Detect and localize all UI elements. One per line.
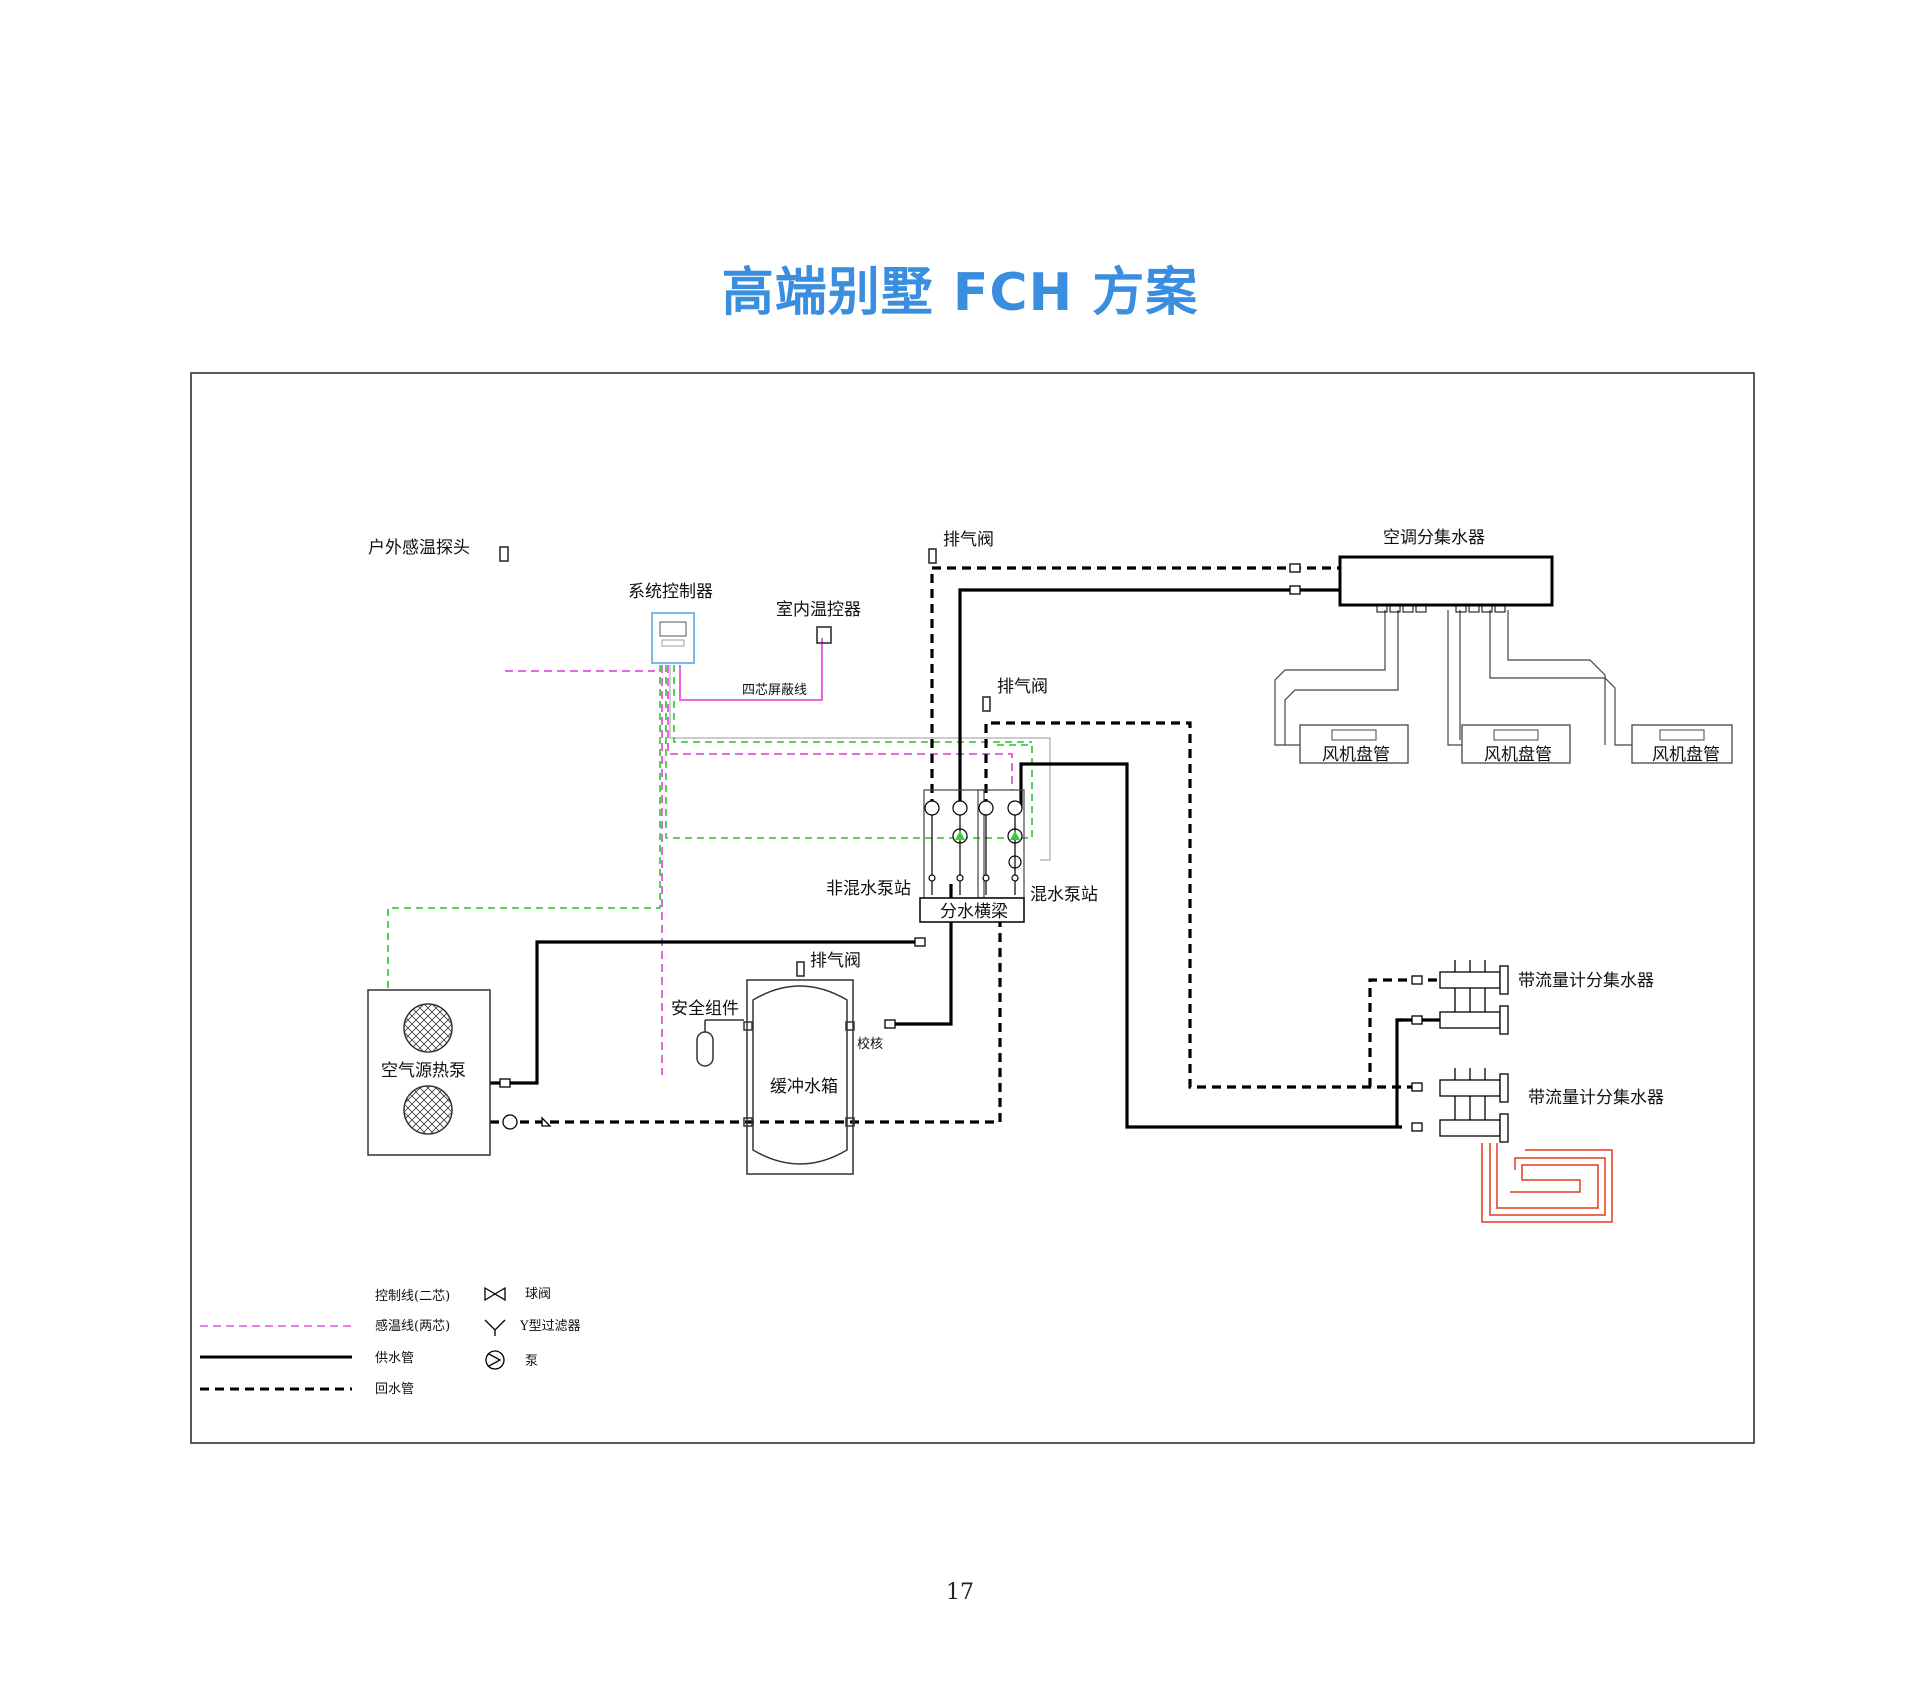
sensor-lines	[505, 665, 1013, 1075]
legend-pump: 泵	[525, 1354, 538, 1369]
label-vent-valve-2: 排气阀	[997, 677, 1048, 697]
ball-valve-icon-fm1-return	[1411, 975, 1423, 985]
page-number: 17	[946, 1580, 974, 1605]
label-mixing-station: 混水泵站	[1030, 885, 1098, 905]
legend-return-pipe: 回水管	[375, 1382, 414, 1397]
legend: 控制线(二芯) 感温线(两芯) 供水管 回水管 球阀 Y型过滤器 泵	[200, 1286, 581, 1397]
diagram-frame	[190, 372, 1755, 1444]
label-fan-coil-1: 风机盘管	[1322, 745, 1390, 765]
system-controller	[651, 612, 695, 664]
pump-stations	[923, 789, 1025, 899]
pump-indicator-icons	[955, 831, 1020, 840]
label-outdoor-sensor: 户外感温探头	[368, 538, 470, 558]
pump-icon-main	[502, 1114, 518, 1130]
legend-supply-pipe: 供水管	[375, 1351, 414, 1366]
return-pipes	[490, 566, 1440, 1124]
label-room-thermostat: 室内温控器	[776, 600, 861, 620]
label-safety-group: 安全组件	[671, 999, 739, 1019]
label-four-core-cable: 四芯屏蔽线	[742, 683, 807, 698]
ac-manifold	[1338, 555, 1554, 613]
vent-valve-2-icon	[982, 696, 991, 712]
outdoor-sensor-icon	[499, 546, 509, 562]
label-heat-pump: 空气源热泵	[381, 1061, 466, 1081]
vent-valve-1-icon	[928, 548, 937, 564]
supply-pipes	[490, 588, 1440, 1129]
floor-manifold-1	[1439, 960, 1509, 1035]
y-filter-icon-main	[541, 1116, 552, 1127]
y-filter-icon	[484, 1319, 506, 1336]
heat-pump	[367, 989, 491, 1156]
label-fan-coil-2: 风机盘管	[1484, 745, 1552, 765]
pipe-fittings	[499, 563, 1423, 1132]
label-valve-small: 校核	[857, 1036, 883, 1052]
aux-lines	[669, 665, 1051, 861]
four-core-cable-line	[679, 638, 823, 701]
label-buffer-tank: 缓冲水箱	[770, 1077, 838, 1097]
distribution-beam	[919, 897, 1025, 923]
label-distribution-beam: 分水横梁	[940, 902, 1008, 922]
label-system-controller: 系统控制器	[628, 582, 713, 602]
page-title: 高端别墅 FCH 方案	[721, 263, 1199, 323]
legend-sensor-line: 感温线(两芯)	[375, 1318, 450, 1334]
ball-valve-icon-tank	[884, 1019, 896, 1029]
label-vent-valve-3: 排气阀	[810, 951, 861, 971]
label-floor-manifold-2: 带流量计分集水器	[1528, 1088, 1664, 1108]
pump-icon	[485, 1350, 505, 1370]
ball-valve-icon-fm2-return	[1411, 1082, 1423, 1092]
ball-valve-icon	[484, 1286, 506, 1302]
label-vent-valve-1: 排气阀	[943, 530, 994, 550]
fan-coil-3	[1631, 724, 1733, 764]
fan-coil-1	[1299, 724, 1409, 764]
buffer-tank	[743, 979, 855, 1175]
room-thermostat-icon	[816, 626, 832, 644]
ball-valve-icon-ac-return	[1289, 563, 1301, 573]
ball-valve-icon-hp-supply	[499, 1078, 511, 1088]
ball-valve-icon-fm2-supply	[1411, 1122, 1423, 1132]
legend-ball-valve: 球阀	[525, 1287, 551, 1302]
ball-valve-icon-fm1-supply	[1411, 1015, 1423, 1025]
legend-y-filter: Y型过滤器	[519, 1319, 581, 1334]
control-lines	[387, 665, 1033, 990]
label-floor-manifold-1: 带流量计分集水器	[1518, 971, 1654, 991]
expansion-vessel	[696, 1019, 744, 1067]
floor-heating-coil	[1481, 1143, 1613, 1223]
ball-valve-icon-beam	[914, 937, 926, 947]
ball-valve-icon-ac-supply	[1289, 585, 1301, 595]
label-non-mixing-station: 非混水泵站	[826, 879, 911, 899]
label-fan-coil-3: 风机盘管	[1652, 745, 1720, 765]
label-ac-manifold: 空调分集水器	[1383, 528, 1485, 548]
floor-manifold-2	[1439, 1068, 1509, 1143]
vent-valve-3-icon	[796, 961, 805, 977]
fan-coil-2	[1461, 724, 1571, 764]
legend-control-line: 控制线(二芯)	[375, 1289, 450, 1304]
